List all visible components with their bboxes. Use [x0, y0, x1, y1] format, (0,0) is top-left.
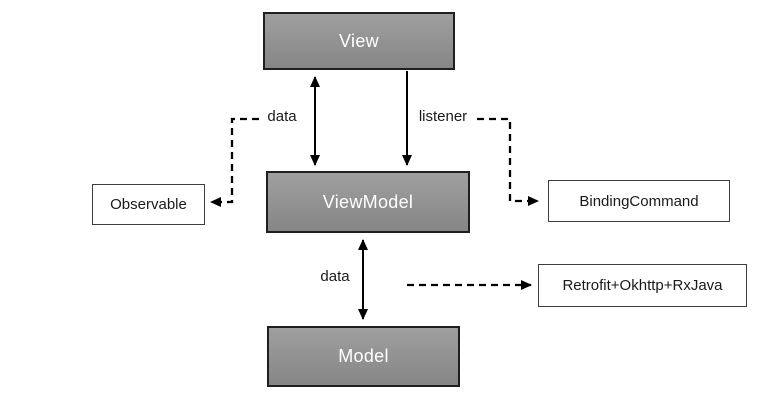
node-view: View	[263, 12, 455, 70]
node-view-label: View	[339, 30, 379, 51]
edge-label-data-top: data	[267, 108, 297, 126]
node-bindingcommand-label: BindingCommand	[579, 192, 699, 210]
edge-listener-bindingcommand-dashed-arrow	[477, 117, 539, 206]
node-model-label: Model	[338, 346, 389, 366]
node-viewmodel: ViewModel	[266, 171, 470, 233]
node-retrofit: Retrofit+Okhttp+RxJava	[538, 264, 747, 307]
edge-data-observable-dashed-arrow	[210, 117, 259, 207]
node-viewmodel-label: ViewModel	[322, 191, 414, 212]
node-model: Model	[267, 326, 460, 387]
edge-label-data-bottom: data	[320, 268, 350, 286]
node-bindingcommand: BindingCommand	[548, 180, 730, 222]
node-retrofit-label: Retrofit+Okhttp+RxJava	[562, 277, 723, 294]
node-observable: Observable	[92, 184, 205, 225]
node-observable-label: Observable	[110, 196, 187, 213]
edge-label-listener: listener	[418, 108, 468, 126]
